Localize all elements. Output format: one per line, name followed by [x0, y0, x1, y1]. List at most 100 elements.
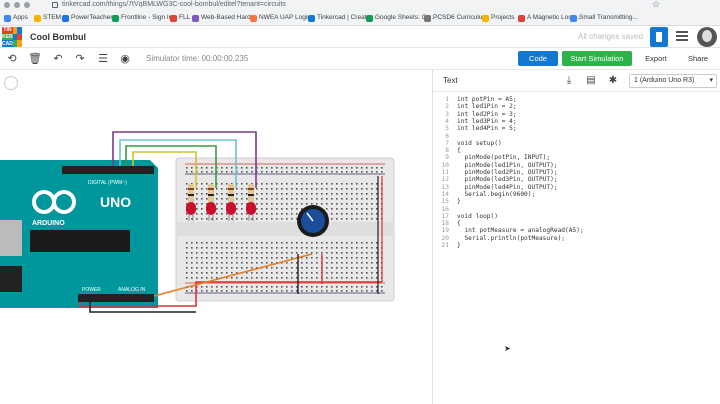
code-line[interactable]: 21}: [433, 242, 720, 249]
bookmark-item[interactable]: Small Transmitting...: [570, 10, 638, 26]
component-list-icon[interactable]: [676, 31, 688, 43]
bookmark-item[interactable]: PowerTeacher: [62, 10, 113, 26]
redo-icon[interactable]: ↷: [75, 52, 85, 65]
code-line[interactable]: 20 Serial.println(potMeasure);: [433, 235, 720, 242]
breadboard-hole: [336, 277, 338, 279]
library-icon[interactable]: ▤: [586, 75, 596, 86]
code-line[interactable]: 6: [433, 133, 720, 140]
breadboard-hole: [271, 257, 273, 259]
line-number: 12: [441, 176, 449, 184]
wire-teal[interactable]: [119, 139, 237, 188]
bookmark-item[interactable]: Frontline - Sign In: [112, 10, 172, 26]
eye-icon[interactable]: ◉: [120, 52, 130, 65]
breadboard-hole: [281, 183, 283, 185]
breadboard-hole: [186, 262, 188, 264]
bookmark-star-icon[interactable]: ☆: [652, 0, 661, 9]
circuit-canvas[interactable]: ARDUINO UNO DIGITAL (PWM~) POWER ANALOG …: [0, 70, 432, 404]
breadboard-hole: [231, 183, 233, 185]
breadboard-hole: [266, 290, 268, 292]
bookmark-item[interactable]: NWEA UAP Login: [250, 10, 311, 26]
resistor-4[interactable]: [248, 184, 254, 204]
circuit-view-button[interactable]: [650, 27, 668, 47]
resistor-1[interactable]: [188, 184, 194, 204]
code-button[interactable]: Code: [518, 51, 558, 66]
bookmark-item[interactable]: A Magnetic Loop...: [518, 10, 581, 26]
bookmark-item[interactable]: STEM: [34, 10, 61, 26]
breadboard-hole: [316, 242, 318, 244]
zoom-fit-icon[interactable]: [4, 76, 18, 90]
code-line[interactable]: 12 pinMode(led3Pin, OUTPUT);: [433, 176, 720, 183]
bookmark-item[interactable]: FLL: [170, 10, 190, 26]
breadboard-hole: [191, 277, 193, 279]
code-line[interactable]: 14 Serial.begin(9600);: [433, 191, 720, 198]
url-field[interactable]: tinkercad.com/things/7tVqBMLWG3C-cool-bo…: [62, 1, 286, 8]
code-line[interactable]: 16: [433, 206, 720, 213]
code-line[interactable]: 10 pinMode(led1Pin, OUTPUT);: [433, 162, 720, 169]
project-title[interactable]: Cool Bombul: [30, 32, 86, 42]
user-avatar[interactable]: [697, 27, 717, 47]
led-4[interactable]: [246, 202, 256, 221]
wire-green[interactable]: [125, 145, 217, 188]
bookmark-item[interactable]: Google Sheets: Cr...: [366, 10, 434, 26]
forward-nav-icon[interactable]: [14, 2, 20, 8]
tinkercad-logo[interactable]: TIN KER CAD: [2, 27, 22, 47]
breadboard-hole: [261, 198, 263, 200]
code-mode-select[interactable]: Text: [443, 76, 458, 85]
bookmark-item[interactable]: Projects: [482, 10, 514, 26]
wire-purple[interactable]: [112, 131, 257, 188]
code-line[interactable]: 19 int potMeasure = analogRead(A5);: [433, 227, 720, 234]
breadboard-hole: [336, 286, 338, 288]
breadboard-hole: [351, 247, 353, 249]
breadboard-hole: [371, 188, 373, 190]
code-line[interactable]: 18{: [433, 220, 720, 227]
wire-black-ground[interactable]: [89, 302, 196, 313]
export-button[interactable]: Export: [638, 51, 674, 66]
breadboard-hole: [331, 171, 333, 173]
code-line[interactable]: 9 pinMode(potPin, INPUT);: [433, 154, 720, 161]
resistor-2[interactable]: [208, 184, 214, 204]
debugger-icon[interactable]: ✱: [608, 75, 618, 86]
wire-orange-signal[interactable]: [153, 253, 313, 297]
share-button[interactable]: Share: [680, 51, 716, 66]
breadboard-hole: [226, 198, 228, 200]
notes-icon[interactable]: ☰: [98, 52, 108, 65]
resistor-3[interactable]: [228, 184, 234, 204]
breadboard-hole: [286, 267, 288, 269]
code-line[interactable]: 13 pinMode(led4Pin, OUTPUT);: [433, 184, 720, 191]
led-2[interactable]: [206, 202, 216, 221]
reload-icon[interactable]: [24, 2, 30, 8]
code-line[interactable]: 8{: [433, 147, 720, 154]
download-icon[interactable]: ⤓: [566, 75, 572, 86]
code-line[interactable]: 11 pinMode(led2Pin, OUTPUT);: [433, 169, 720, 176]
bookmark-item[interactable]: Apps: [4, 10, 28, 26]
undo-icon[interactable]: ↶: [53, 52, 63, 65]
breadboard-hole: [286, 213, 288, 215]
device-select[interactable]: 1 (Arduino Uno R3) ▾: [629, 74, 717, 88]
breadboard-hole: [276, 242, 278, 244]
breadboard-hole: [246, 193, 248, 195]
breadboard-hole: [271, 198, 273, 200]
led-3[interactable]: [226, 202, 236, 221]
bookmark-item[interactable]: PCSD6 Curriculu...: [424, 10, 488, 26]
breadboard-hole: [286, 193, 288, 195]
led-1[interactable]: [186, 202, 196, 221]
wire-yellow[interactable]: [132, 151, 197, 188]
start-simulation-button[interactable]: Start Simulation: [562, 51, 632, 66]
code-line[interactable]: 15}: [433, 198, 720, 205]
bookmark-item[interactable]: Tinkercad | Create...: [308, 10, 376, 26]
back-nav-icon[interactable]: [4, 2, 10, 8]
wire-red-power[interactable]: [79, 281, 382, 307]
potentiometer[interactable]: [297, 205, 329, 237]
rotate-icon[interactable]: ⟲: [7, 52, 17, 65]
delete-icon[interactable]: 🗑: [28, 52, 42, 65]
breadboard-hole: [336, 203, 338, 205]
bookmark-item[interactable]: Web-Based Hard...: [192, 10, 256, 26]
